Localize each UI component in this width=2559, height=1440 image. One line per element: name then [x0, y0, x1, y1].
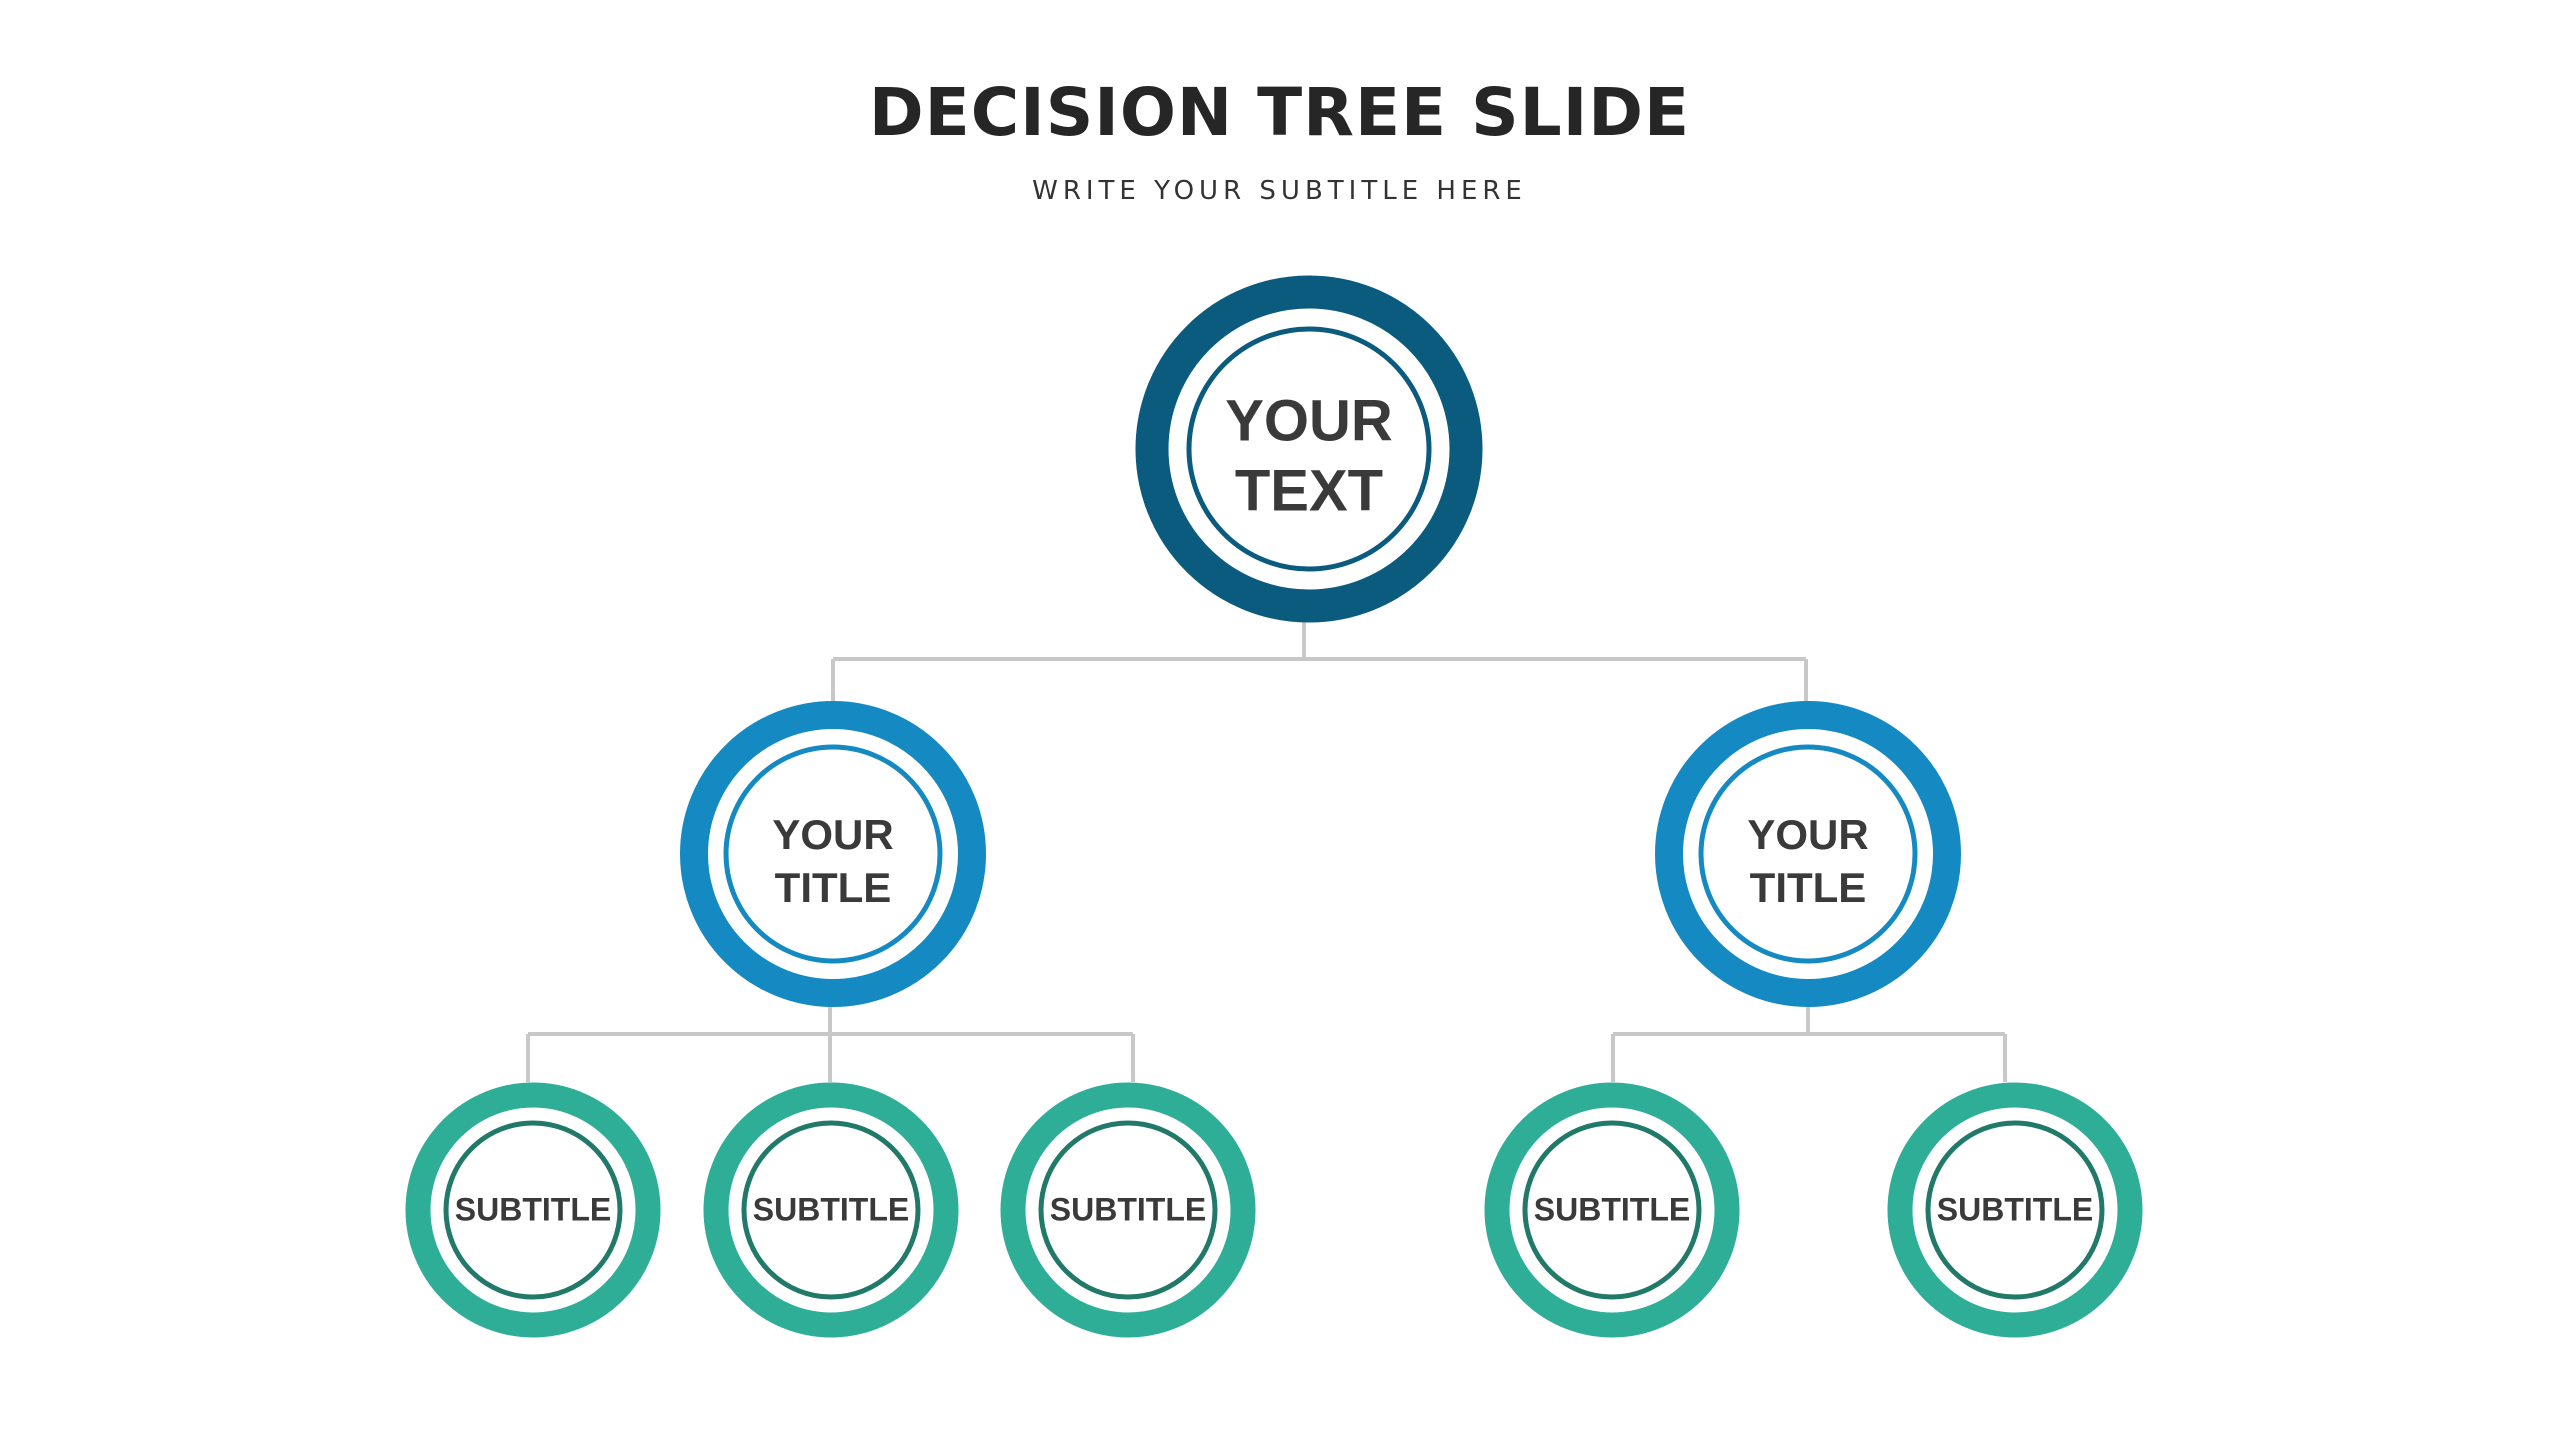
root-node-inner-ring: [1186, 326, 1432, 572]
leaf-node-inner-ring: [1925, 1120, 2105, 1300]
leaf-node-outer-ring: [1000, 1082, 1256, 1338]
connector-root-to-branches: [831, 620, 1808, 702]
leaf-node-left-1[interactable]: SUBTITLE: [405, 1082, 661, 1338]
branch-node-right-inner-ring: [1698, 744, 1918, 964]
slide-title: DECISION TREE SLIDE: [868, 74, 1691, 151]
leaf-node-label: SUBTITLE: [1937, 1191, 2093, 1227]
branch-node-right-label-line2: TITLE: [1750, 864, 1867, 911]
leaf-node-right-1[interactable]: SUBTITLE: [1484, 1082, 1740, 1338]
leaf-node-inner-ring: [1038, 1120, 1218, 1300]
root-node-label-line1: YOUR: [1225, 388, 1393, 453]
leaf-node-right-2[interactable]: SUBTITLE: [1887, 1082, 2143, 1338]
branch-node-left-inner-ring: [723, 744, 943, 964]
leaf-node-inner-ring: [443, 1120, 623, 1300]
connector-branch-right-to-leaves: [1611, 1004, 2007, 1082]
branch-node-right-outer-ring: [1655, 701, 1961, 1007]
leaf-node-label: SUBTITLE: [753, 1191, 909, 1227]
slide-subtitle: WRITE YOUR SUBTITLE HERE: [1032, 176, 1527, 206]
leaf-node-inner-ring: [741, 1120, 921, 1300]
leaf-node-label: SUBTITLE: [455, 1191, 611, 1227]
branch-node-left-label-line2: TITLE: [775, 864, 892, 911]
leaf-node-outer-ring: [1484, 1082, 1740, 1338]
root-node-label-line2: TEXT: [1235, 458, 1383, 523]
connector-branch-left-to-leaves: [526, 1004, 1135, 1082]
branch-node-left[interactable]: YOUR TITLE: [680, 701, 986, 1007]
leaf-node-label: SUBTITLE: [1534, 1191, 1690, 1227]
root-node[interactable]: YOUR TEXT: [1135, 275, 1483, 623]
connectors: [526, 620, 2007, 1082]
leaf-node-label: SUBTITLE: [1050, 1191, 1206, 1227]
branch-node-left-label-line1: YOUR: [772, 811, 893, 858]
leaf-node-inner-ring: [1522, 1120, 1702, 1300]
branch-node-right-label-line1: YOUR: [1747, 811, 1868, 858]
root-node-outer-ring: [1135, 275, 1483, 623]
leaf-node-left-3[interactable]: SUBTITLE: [1000, 1082, 1256, 1338]
branch-node-right[interactable]: YOUR TITLE: [1655, 701, 1961, 1007]
leaf-node-left-2[interactable]: SUBTITLE: [703, 1082, 959, 1338]
leaf-node-outer-ring: [1887, 1082, 2143, 1338]
leaf-node-outer-ring: [703, 1082, 959, 1338]
leaf-node-outer-ring: [405, 1082, 661, 1338]
branch-node-left-outer-ring: [680, 701, 986, 1007]
